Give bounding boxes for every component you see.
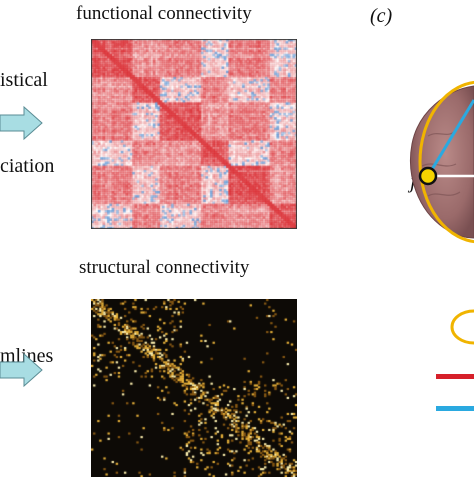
structural-connectivity-title: structural connectivity <box>79 257 250 278</box>
association-fragment: ciation <box>0 155 55 177</box>
arrow-icon-structural <box>0 352 43 388</box>
structural-connectivity-matrix <box>91 299 297 477</box>
arrow-icon-functional <box>0 105 43 141</box>
statistical-fragment: istical <box>0 69 48 91</box>
legend-blue-line-icon <box>436 406 474 411</box>
brain-illustration <box>409 80 474 244</box>
legend-red-line-icon <box>436 374 474 379</box>
panel-c-label: (c) <box>370 5 393 27</box>
functional-connectivity-matrix <box>91 39 297 229</box>
legend-ellipse-icon <box>450 309 474 345</box>
functional-connectivity-title: functional connectivity <box>76 3 252 24</box>
